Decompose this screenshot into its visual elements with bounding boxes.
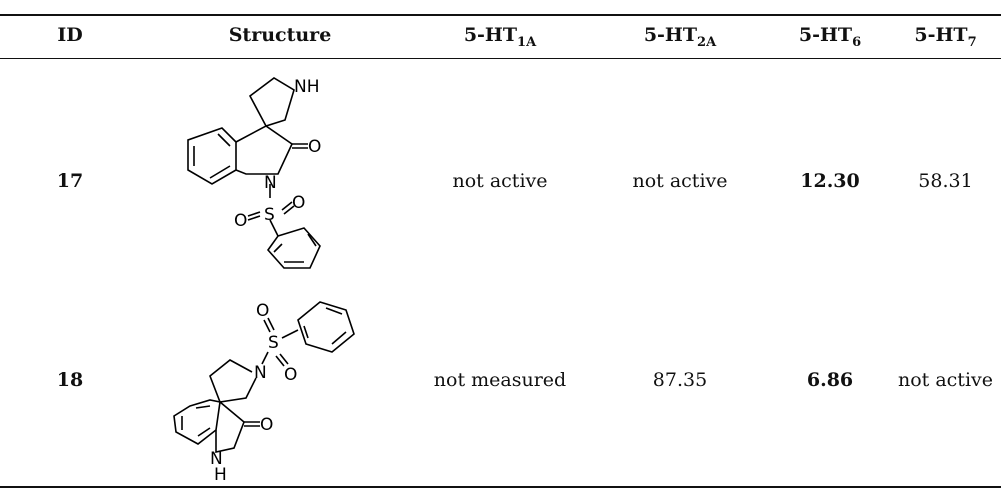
atom-o-right: O <box>292 193 305 213</box>
atom-o-carbonyl: O <box>308 137 321 157</box>
row-18-id: 18 <box>56 369 84 391</box>
atom-s: S <box>264 205 275 225</box>
row-18-5ht1a: not measured <box>433 369 567 391</box>
row-17-5ht2a: not active <box>632 170 728 192</box>
row-18-5ht6: 6.86 <box>806 369 854 391</box>
compound-18-structure: O S N O O N H <box>173 301 355 485</box>
table-bottom-rule <box>0 486 1001 488</box>
row-18-5ht7: not active <box>897 369 993 391</box>
header-5ht2a: 5-HT2A <box>643 24 717 50</box>
atom-h: H <box>214 465 227 485</box>
header-5ht1a: 5-HT1A <box>463 24 537 50</box>
row-17-5ht1a: not active <box>452 170 548 192</box>
header-structure: Structure <box>228 24 332 46</box>
row-17-5ht7: 58.31 <box>918 170 973 192</box>
atom-n: N <box>264 173 277 193</box>
header-5ht7: 5-HT7 <box>914 24 977 50</box>
atom-o-bottom: O <box>284 365 297 385</box>
atom-nh: NH <box>294 77 320 97</box>
header-id: ID <box>57 24 83 46</box>
row-17-5ht6: 12.30 <box>800 170 860 192</box>
atom-n-sulfonyl: N <box>254 363 267 383</box>
row-18-5ht2a: 87.35 <box>652 369 708 391</box>
table-header-rule <box>0 58 1001 59</box>
header-5ht6: 5-HT6 <box>798 24 862 50</box>
table-top-rule <box>0 14 1001 16</box>
atom-s: S <box>268 333 279 353</box>
row-17-id: 17 <box>56 170 84 192</box>
atom-o-left: O <box>234 211 247 231</box>
atom-n-ring: N <box>210 449 223 469</box>
atom-o-top: O <box>256 301 269 321</box>
atom-o-carbonyl: O <box>260 415 273 435</box>
compound-17-structure: NH O N O S O <box>187 77 321 269</box>
